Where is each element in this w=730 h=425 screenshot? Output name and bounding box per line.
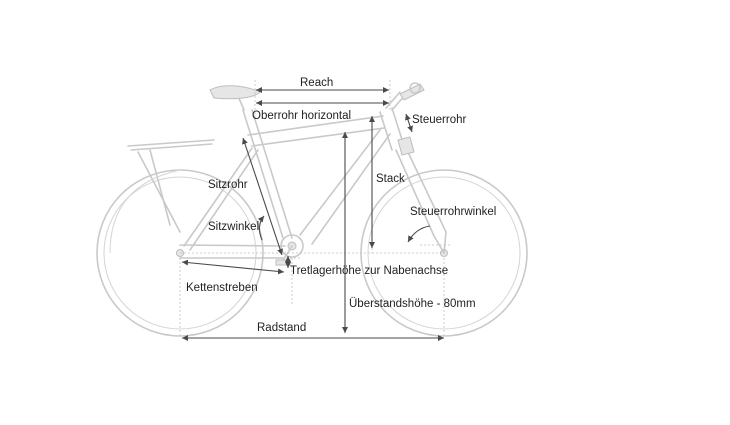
fork [395,136,447,254]
seat-tube-arrow [242,137,283,256]
label-bb-drop: Tretlagerhöhe zur Nabenachse [290,265,448,277]
saddle [209,85,261,111]
label-seat-tube: Sitzrohr [208,179,248,191]
label-stack: Stack [376,173,405,185]
label-wheelbase: Radstand [257,322,306,334]
dimension-lines [181,87,444,341]
label-top-tube: Oberrohr horizontal [252,110,351,122]
handlebar [385,82,425,111]
seat-angle-arc [257,215,265,241]
label-head-tube: Steuerrohr [412,114,467,126]
rear-rack [109,139,215,254]
chainstay-arrow [181,259,285,275]
label-reach: Reach [300,77,333,89]
label-head-angle: Steuerrohrwinkel [410,206,496,218]
label-seat-angle: Sitzwinkel [208,221,259,233]
head-angle-arc [407,225,431,243]
label-chainstay: Kettenstreben [186,282,258,294]
labels: Reach Oberrohr horizontal Steuerrohr Sit… [186,77,496,334]
label-standover: Überstandshöhe - 80mm [349,298,476,310]
head-tube-arrow [405,113,413,133]
